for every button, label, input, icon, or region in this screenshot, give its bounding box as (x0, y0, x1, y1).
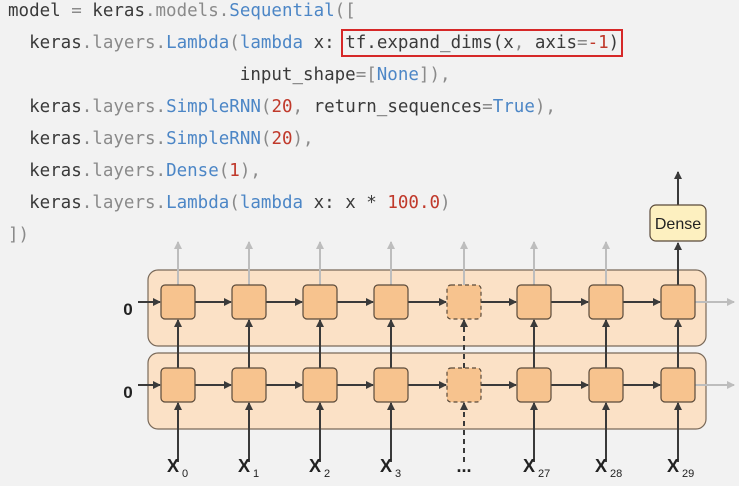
input-label: X (167, 456, 179, 476)
rnn-cell-top (373, 284, 409, 320)
input-label: X (595, 456, 607, 476)
code-line-2: keras.layers.Lambda(lambda x: tf.expand_… (8, 29, 624, 57)
rnn-cell-top (588, 284, 624, 320)
input-label-subscript: 27 (538, 468, 550, 480)
rnn-cell-bottom (516, 367, 552, 403)
input-label-subscript: 2 (324, 468, 330, 480)
input-label: ... (456, 456, 471, 476)
input-label-subscript: 28 (610, 468, 622, 480)
highlighted-expression: tf.expand_dims(x, axis=-1) (341, 29, 624, 57)
rnn-cell-bottom (588, 367, 624, 403)
rnn-cell-top (302, 284, 338, 320)
input-label: X (380, 456, 392, 476)
rnn-cell-bottom (160, 367, 196, 403)
rnn-layer-top (147, 269, 707, 347)
input-label: X (523, 456, 535, 476)
initial-state-bottom-label: 0 (123, 383, 132, 402)
input-label-subscript: 1 (253, 468, 259, 480)
input-label: X (309, 456, 321, 476)
code-line-7: keras.layers.Lambda(lambda x: x * 100.0) (8, 193, 451, 213)
code-line-3: input_shape=[None]), (8, 65, 451, 85)
rnn-cell-bottom (446, 367, 482, 403)
dense-layer-box (649, 204, 707, 242)
rnn-cell-top (660, 284, 696, 320)
rnn-cell-top (160, 284, 196, 320)
code-block: model = keras.models.Sequential([ keras.… (8, 1, 624, 245)
input-label: X (667, 456, 679, 476)
code-line-8: ]) (8, 225, 30, 245)
rnn-cell-bottom (302, 367, 338, 403)
rnn-cell-top (231, 284, 267, 320)
input-label-subscript: 0 (182, 468, 188, 480)
code-line-1: model = keras.models.Sequential([ (8, 1, 356, 21)
input-label-subscript: 3 (395, 468, 401, 480)
rnn-cell-top (516, 284, 552, 320)
rnn-layer-bottom (147, 352, 707, 430)
rnn-cell-bottom (373, 367, 409, 403)
code-line-5: keras.layers.SimpleRNN(20), (8, 129, 314, 149)
initial-state-top-label: 0 (123, 300, 132, 319)
code-line-6: keras.layers.Dense(1), (8, 161, 261, 181)
input-label: X (238, 456, 250, 476)
input-label-subscript: 29 (682, 468, 694, 480)
rnn-cell-top (446, 284, 482, 320)
code-line-4: keras.layers.SimpleRNN(20, return_sequen… (8, 97, 556, 117)
diagram-arrows (138, 171, 735, 462)
dense-layer-label: Dense (655, 216, 701, 233)
rnn-cell-bottom (660, 367, 696, 403)
rnn-cell-bottom (231, 367, 267, 403)
rnn-cells (160, 284, 696, 403)
